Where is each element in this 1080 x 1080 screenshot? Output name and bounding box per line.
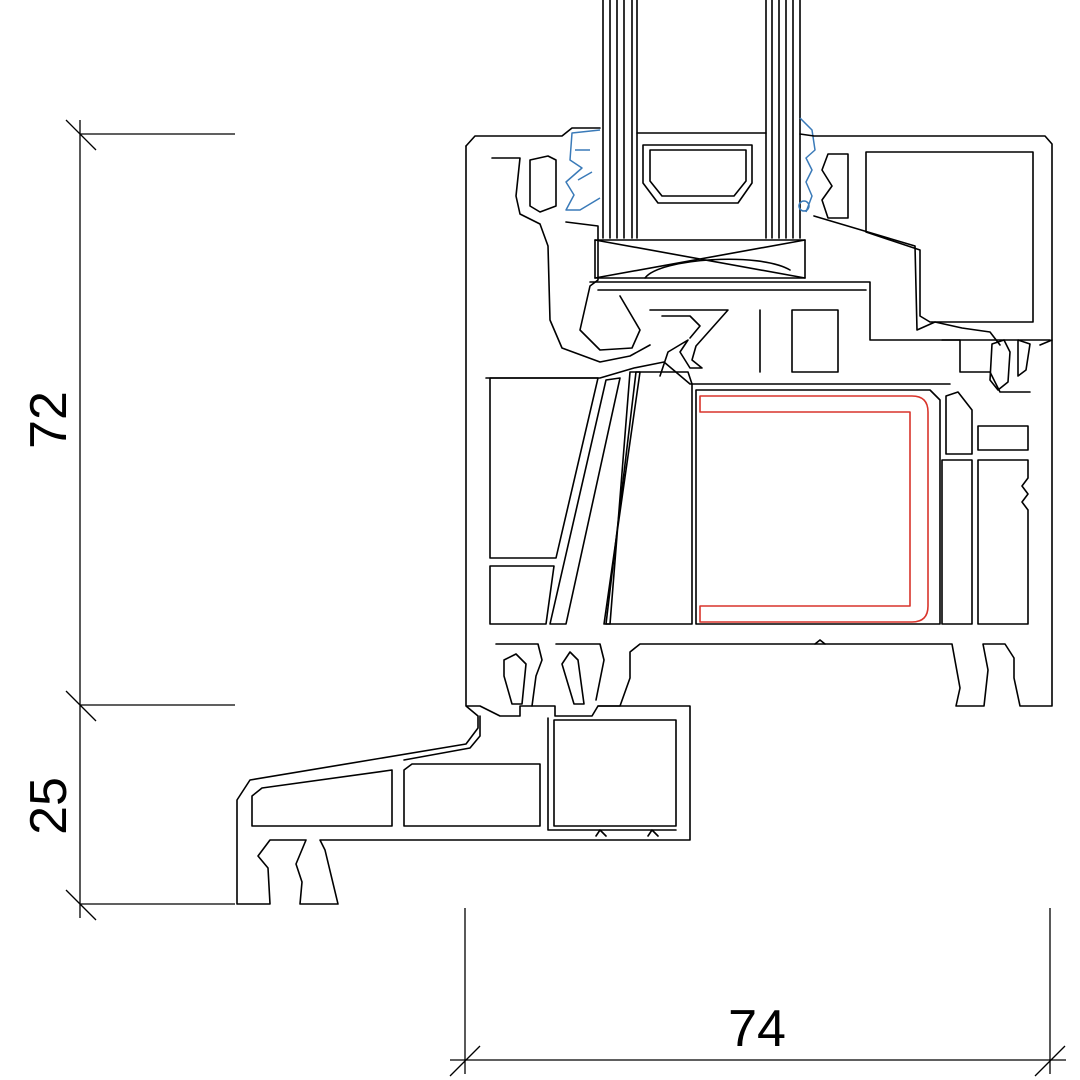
glazing-gasket-left [565,129,601,211]
glazing-unit [602,0,801,239]
glazing-gasket-right [798,117,816,213]
frame-profile [236,145,1053,905]
dimension-frame-height: 72 [20,119,235,918]
spacer-bar [642,144,753,204]
sill-profile [251,715,677,837]
sash-profile [465,127,1053,385]
frame-depth-label: 74 [728,1000,786,1058]
dimension-frame-depth: 74 [449,908,1066,1077]
frame-height-label: 72 [20,391,78,449]
steel-reinforcement [699,395,929,623]
dimension-sill-height: 25 [20,777,235,921]
setting-block [594,239,806,279]
frame-bottom-lugs [495,643,605,707]
frame-chambers [489,339,1051,625]
sill-height-label: 25 [20,777,78,835]
